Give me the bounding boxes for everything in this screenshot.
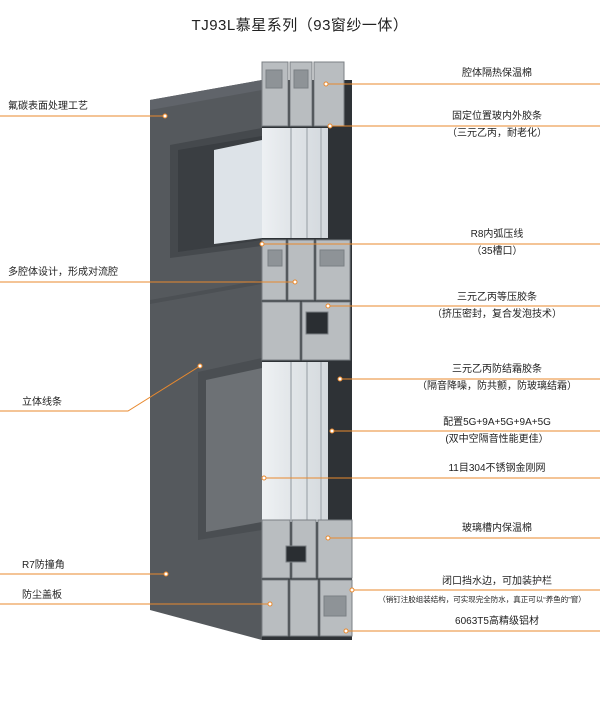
label-r8-bead: R8内弧压线 (470, 229, 524, 240)
label-3d-lines: 立体线条 (22, 397, 62, 408)
leader-left-2 (0, 365, 201, 412)
label-fluorocarbon-surface: 氟碳表面处理工艺 (8, 101, 88, 112)
top-glass (214, 140, 262, 244)
label-insulation-cotton: 腔体隔热保温棉 (462, 68, 532, 79)
label-closed-water-edge-sub: （销钉注胶组装结构，可实现完全防水，真正可以“养鱼的”窗） (378, 595, 586, 604)
label-anti-frost-gasket: 三元乙丙防结霜胶条 (452, 364, 542, 375)
label-glass-config: 配置5G+9A+5G+9A+5G (443, 417, 551, 428)
label-r7-corner: R7防撞角 (22, 560, 65, 571)
aluminum-profile-top (261, 61, 345, 127)
diagram-title: TJ93L慕星系列（93窗纱一体） (191, 17, 409, 34)
label-epdm-equal-pressure: 三元乙丙等压胶条 (457, 292, 537, 303)
aluminum-profile-middle (261, 239, 351, 361)
label-glass-gasket: 固定位置玻内外胶条 (452, 111, 542, 122)
label-closed-water-edge: 闭口挡水边，可加装护栏 (442, 576, 552, 587)
label-epdm-equal-pressure-sub: （挤压密封，复合发泡技术） (432, 309, 562, 320)
leader-lines (0, 83, 600, 632)
label-anti-frost-gasket-sub: （隔音降噪，防共颤，防玻璃结霜） (417, 381, 577, 392)
window-illustration (150, 61, 353, 640)
leader-dots (162, 81, 355, 634)
label-glass-config-sub: (双中空隔音性能更佳） (445, 434, 549, 445)
label-dust-cover: 防尘盖板 (22, 590, 62, 601)
label-multi-chamber: 多腔体设计，形成对流腔 (8, 267, 118, 278)
mesh-screen (206, 368, 262, 532)
label-r8-bead-sub: （35槽口） (471, 246, 523, 257)
label-glass-groove-cotton: 玻璃槽内保温棉 (462, 523, 532, 534)
aluminum-profile-bottom (261, 519, 353, 637)
label-steel-mesh: 11目304不锈钢金刚网 (448, 463, 546, 474)
label-glass-gasket-sub: （三元乙丙，耐老化） (447, 128, 547, 139)
label-aluminum-grade: 6063T5高精级铝材 (455, 616, 539, 627)
